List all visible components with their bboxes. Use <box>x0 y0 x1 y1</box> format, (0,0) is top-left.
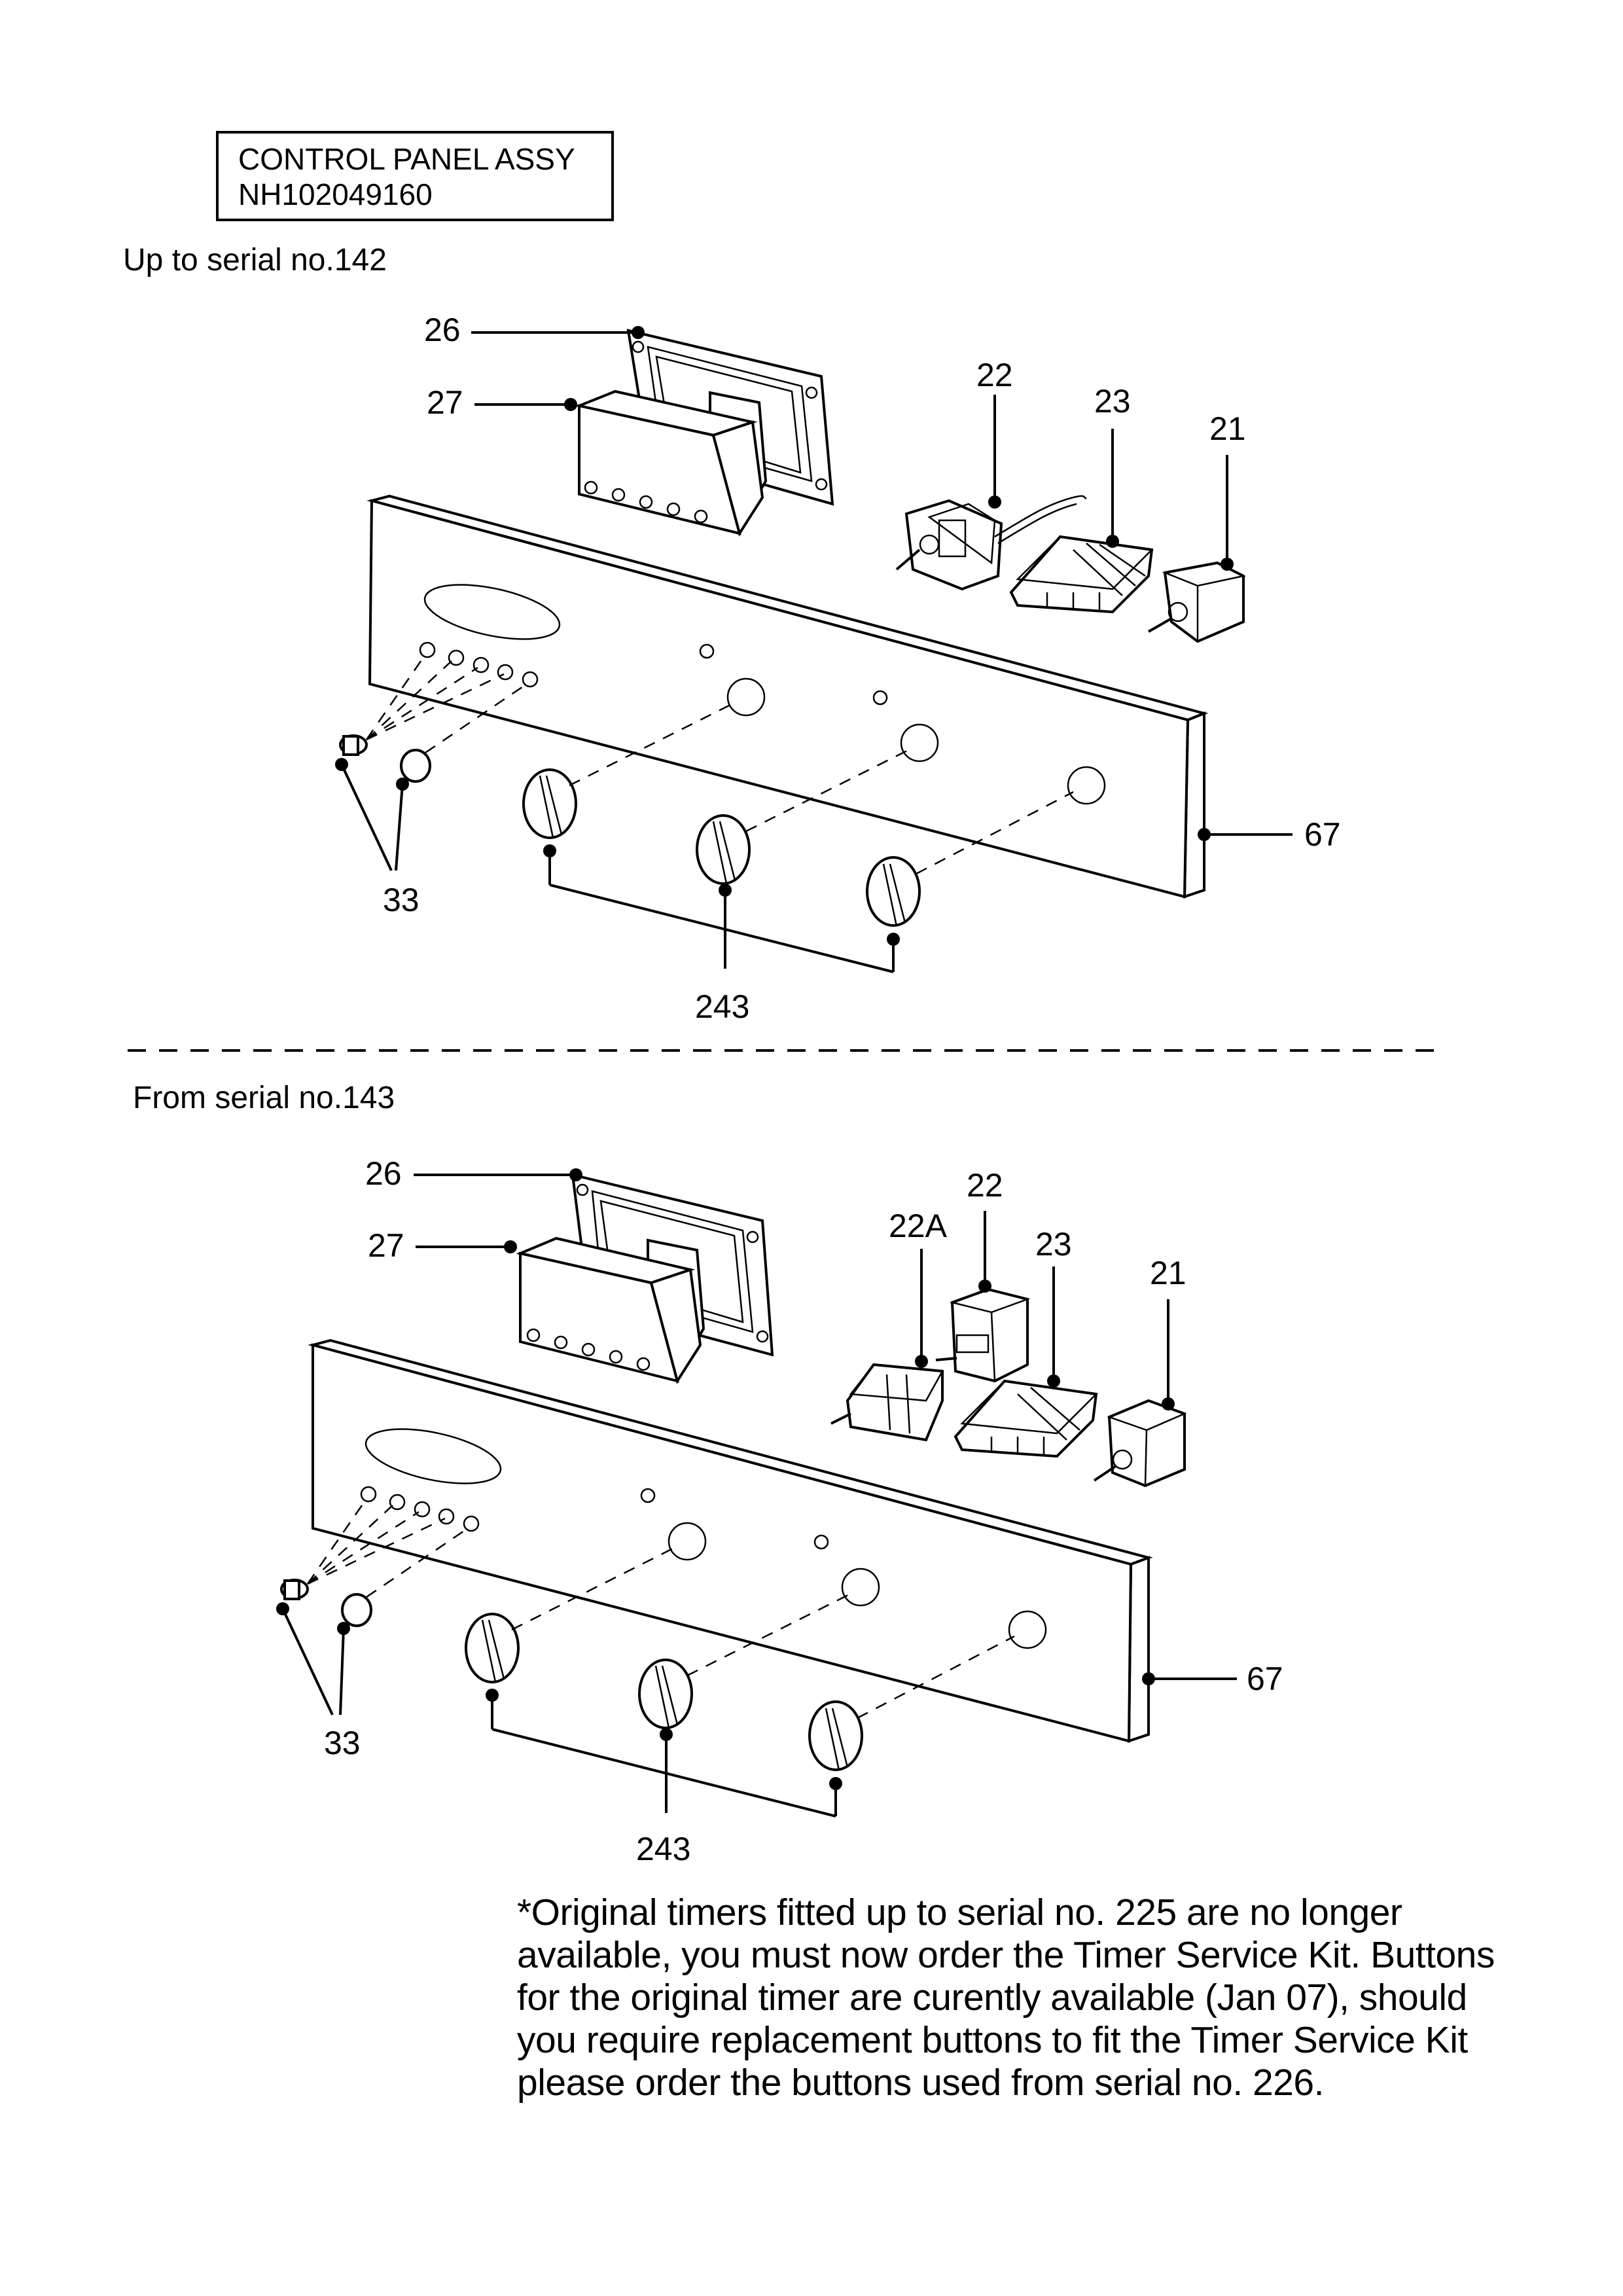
assembly-title: CONTROL PANEL ASSY <box>238 142 575 176</box>
push-buttons-33 <box>280 1498 469 1627</box>
thermostat-22 <box>935 1287 1031 1383</box>
selector-switch-22a <box>830 1363 944 1442</box>
timer-module-27 <box>516 1236 705 1384</box>
energy-regulator-21 <box>1093 1399 1187 1488</box>
lower-assembly: 26 27 22A 22 23 21 67 33 243 <box>276 1155 1283 1867</box>
callout-23: 23 <box>1035 1226 1072 1263</box>
callout-23: 23 <box>1094 383 1131 420</box>
front-panel-67 <box>308 1338 1153 1743</box>
part-number: NH102049160 <box>238 177 433 211</box>
upper-assembly: 26 27 22 23 21 67 33 243 <box>335 312 1341 1025</box>
callout-22: 22 <box>967 1167 1003 1204</box>
callout-33: 33 <box>383 882 419 918</box>
timer-module-27 <box>575 389 768 537</box>
callout-243: 243 <box>695 988 749 1025</box>
callout-26: 26 <box>365 1155 402 1192</box>
callout-33: 33 <box>324 1725 361 1761</box>
upper-callouts: 26 27 22 23 21 67 33 243 <box>335 312 1341 1025</box>
callout-67: 67 <box>1247 1660 1283 1697</box>
selector-switch-23 <box>954 1379 1098 1458</box>
title-box: CONTROL PANEL ASSY NH102049160 <box>216 131 614 221</box>
callout-21: 21 <box>1209 410 1246 447</box>
callout-27: 27 <box>368 1227 404 1264</box>
thermostat-22 <box>895 495 1087 591</box>
control-knobs-243 <box>465 1547 1015 1771</box>
callout-21: 21 <box>1150 1255 1186 1291</box>
callout-22a: 22A <box>889 1208 948 1244</box>
callout-26: 26 <box>424 312 461 348</box>
callout-67: 67 <box>1304 816 1341 853</box>
energy-regulator-21 <box>1148 561 1246 643</box>
section-label-lower: From serial no.143 <box>133 1081 395 1115</box>
section-label-upper: Up to serial no.142 <box>123 243 387 278</box>
front-panel-67 <box>366 494 1209 899</box>
callout-243: 243 <box>636 1831 690 1867</box>
footnote: *Original timers fitted up to serial no.… <box>517 1892 1495 2104</box>
push-buttons-33 <box>339 654 527 783</box>
control-knobs-243 <box>522 702 1074 927</box>
lower-callouts: 26 27 22A 22 23 21 67 33 243 <box>276 1155 1283 1867</box>
callout-22: 22 <box>976 357 1013 393</box>
selector-switch-23 <box>1009 535 1154 614</box>
callout-27: 27 <box>427 384 463 421</box>
